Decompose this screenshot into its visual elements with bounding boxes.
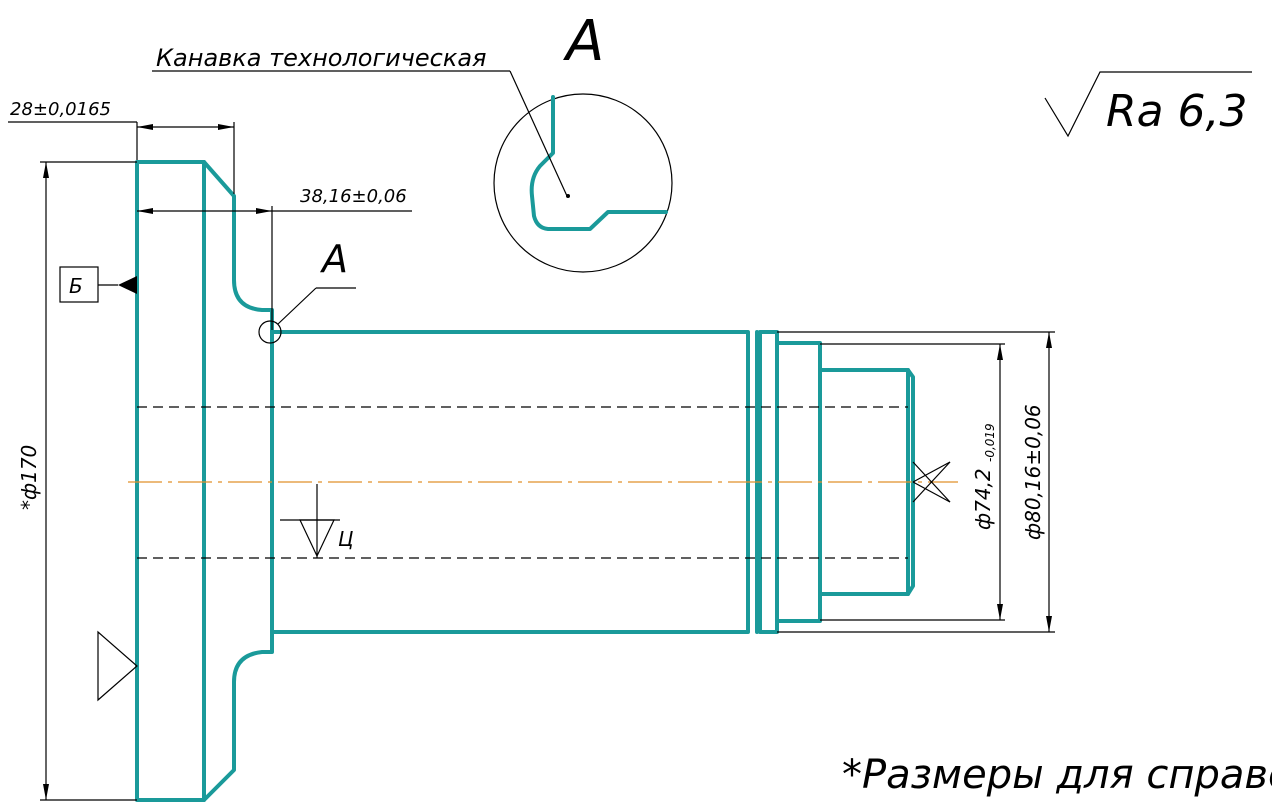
dim-80-text: ф80,16±0,06 <box>1021 404 1045 540</box>
hidden-lines <box>137 406 908 559</box>
roughness-text: Ra 6,3 <box>1106 86 1248 137</box>
detail-callout-a: А <box>258 237 356 344</box>
section-view-a: А <box>493 9 673 273</box>
dim-38-text: 38,16±0,06 <box>300 186 407 207</box>
dimension-74: ф74,2 -0,019 <box>820 343 1005 621</box>
dimension-170: *ф170 <box>17 161 137 801</box>
detail-label-a: А <box>319 237 348 281</box>
groove-note-text: Канавка технологическая <box>156 44 486 72</box>
groove-note: Канавка технологическая <box>152 44 568 197</box>
surface-c-label: Ц <box>338 527 354 551</box>
datum-b: Б <box>59 266 137 303</box>
base-triangle <box>97 630 138 702</box>
footnote-text: *Размеры для справок <box>842 752 1272 798</box>
surface-mark-c: Ц <box>280 484 354 558</box>
dimension-38: 38,16±0,06 <box>137 186 412 330</box>
dim-28-text: 28±0,0165 <box>10 99 111 120</box>
section-label-a: А <box>563 9 604 74</box>
part-outline <box>135 160 915 802</box>
roughness-symbol: Ra 6,3 <box>1044 71 1252 138</box>
dim-74-tol: -0,019 <box>983 423 997 462</box>
dim-74-main: ф74,2 <box>971 468 995 530</box>
datum-b-label: Б <box>69 274 83 298</box>
dim-170-text: *ф170 <box>17 445 41 510</box>
flat-marks <box>912 461 951 503</box>
dimension-80: ф80,16±0,06 <box>777 331 1055 633</box>
svg-text:ф74,2 -0,019: ф74,2 -0,019 <box>971 423 997 530</box>
dimension-28: 28±0,0165 <box>8 99 235 194</box>
